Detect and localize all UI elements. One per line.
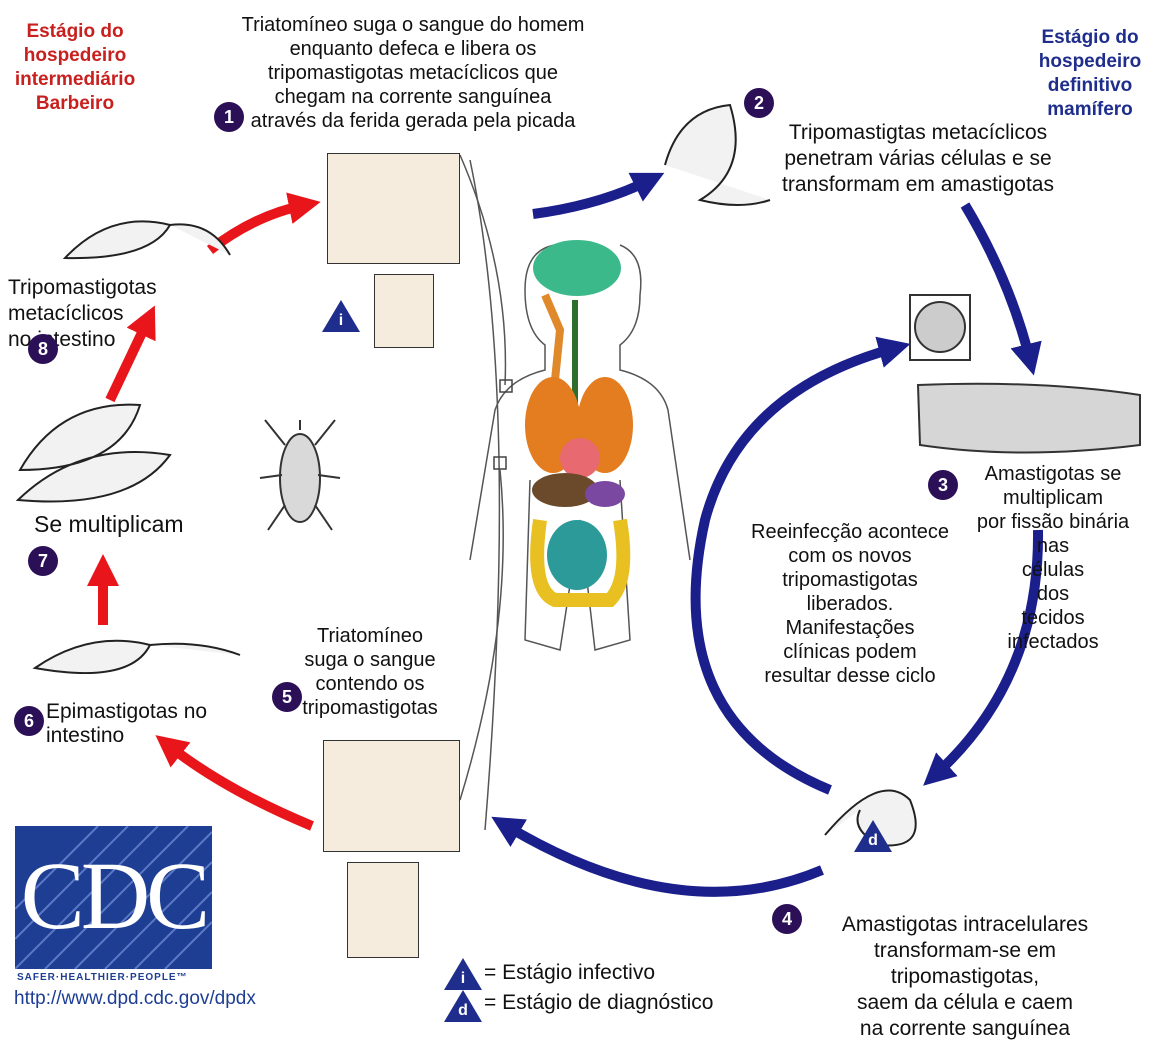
red-arrow-5-to-6: [168, 745, 312, 826]
step-1-text: Triatomíneo suga o sangue do homem enqua…: [218, 13, 608, 133]
cdc-url-link[interactable]: http://www.dpd.cdc.gov/dpdx: [14, 988, 256, 1010]
cell-drawings: [910, 295, 1140, 453]
step-1-badge: 1: [214, 102, 244, 132]
blue-arrow-2-to-3: [965, 205, 1030, 360]
step-8-badge: 8: [28, 334, 58, 364]
organs: [525, 240, 633, 600]
step-7-text: Se multiplicam: [34, 510, 204, 538]
triatomine-bug-drawing: [260, 420, 340, 530]
diagnostic-stage-marker: d: [854, 820, 892, 852]
cdc-logo: CDC: [15, 826, 212, 969]
legend-diagnostic-label: = Estágio de diagnóstico: [484, 990, 713, 1016]
step-6-badge: 6: [14, 706, 44, 736]
bite-inset-top: [327, 153, 460, 264]
trypomastigote-inset-top: [374, 274, 434, 348]
step-5-text: Triatomíneo suga o sangue contendo os tr…: [290, 624, 450, 720]
reinfection-text: Reeinfecção acontece com os novos tripom…: [740, 520, 960, 688]
cdc-tagline: SAFER·HEALTHIER·PEOPLE™: [17, 972, 188, 983]
legend-diagnostic-marker: d: [444, 990, 482, 1022]
step-3-badge: 3: [928, 470, 958, 500]
step-7-badge: 7: [28, 546, 58, 576]
step-6-text: Epimastigotas no intestino: [46, 700, 276, 748]
legend-infective-label: = Estágio infectivo: [484, 960, 655, 986]
trypomastigote-inset-bottom: [347, 862, 419, 958]
red-arrow-8-to-1: [210, 205, 305, 250]
blue-arrow-1-to-2: [533, 180, 650, 214]
infective-stage-marker: i: [322, 300, 360, 332]
step-3-text: Amastigotas se multiplicam por fissão bi…: [958, 462, 1148, 654]
step-2-text: Tripomastigtas metacíclicos penetram vár…: [768, 120, 1068, 198]
step-4-text: Amastigotas intracelulares transformam-s…: [800, 912, 1130, 1042]
step-2-badge: 2: [744, 88, 774, 118]
step-5-badge: 5: [272, 682, 302, 712]
blue-arrow-4-to-5: [505, 825, 822, 892]
legend-infective-marker: i: [444, 958, 482, 990]
bite-inset-bottom: [323, 740, 460, 852]
step-4-badge: 4: [772, 904, 802, 934]
cdc-logo-text: CDC: [15, 846, 212, 946]
